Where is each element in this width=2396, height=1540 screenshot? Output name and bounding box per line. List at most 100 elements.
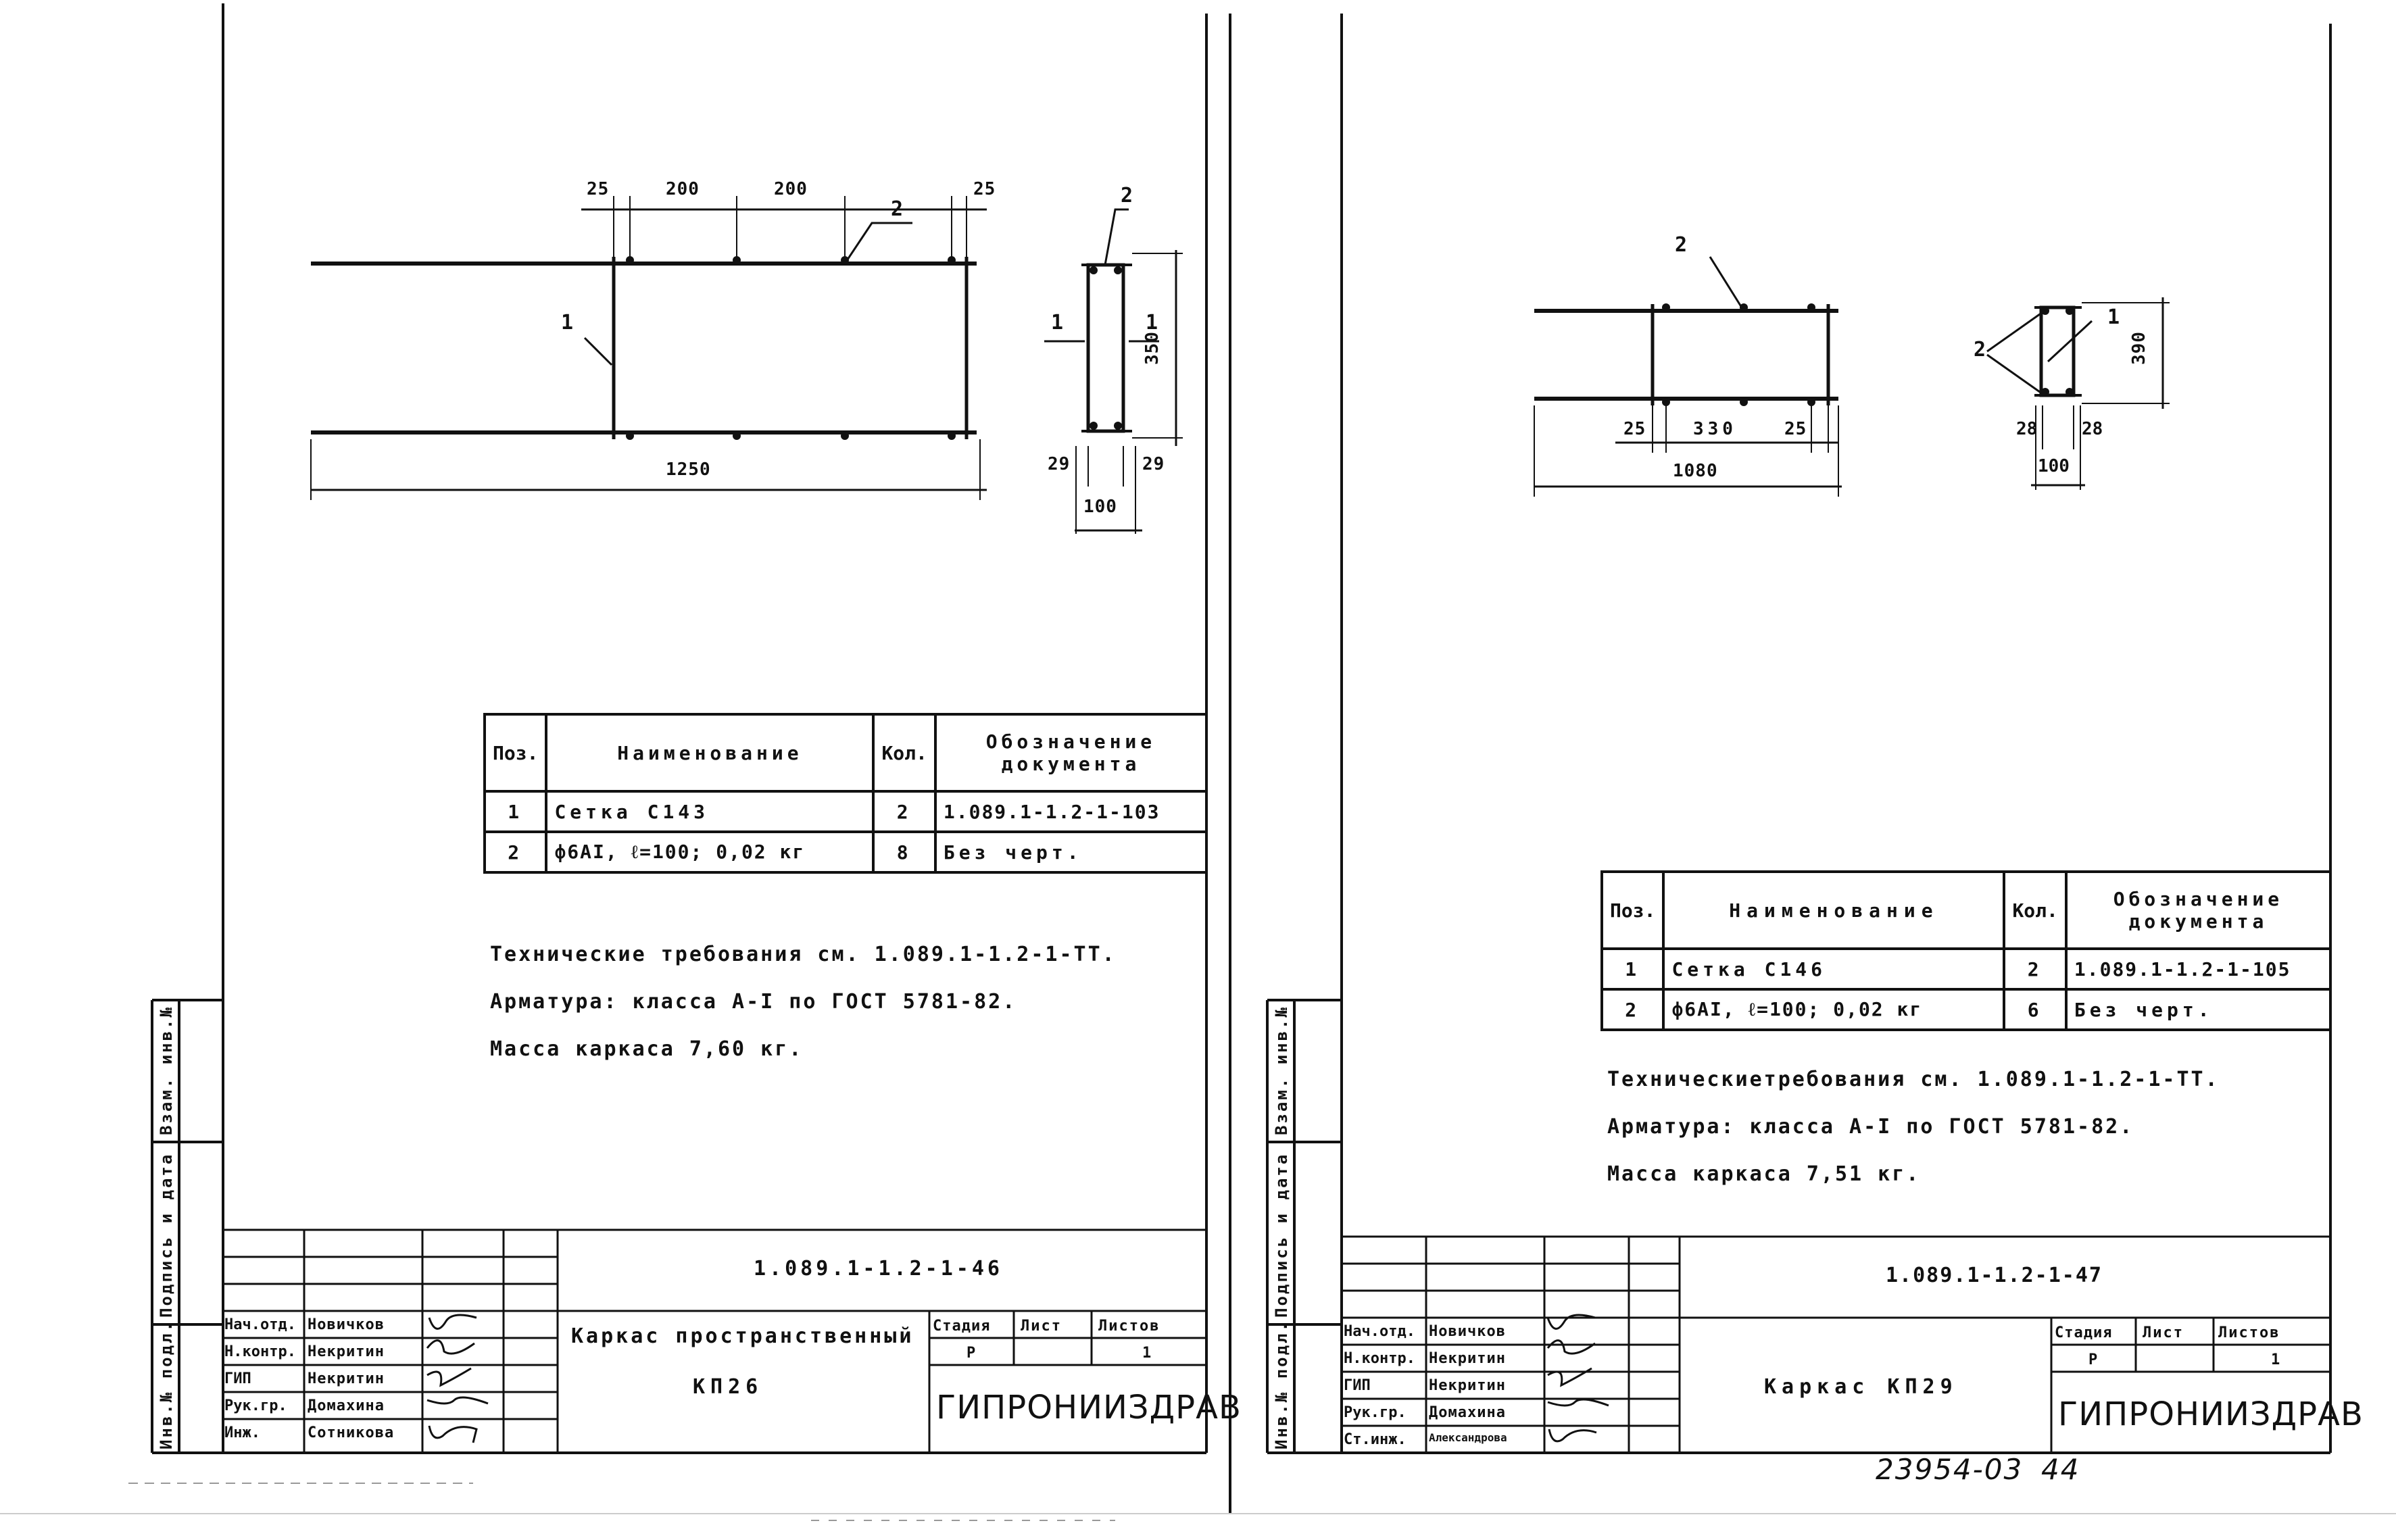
row1-pos: 1	[483, 790, 548, 833]
row2-pos: 2	[483, 830, 548, 874]
dim2-25-left: 25	[1623, 419, 1646, 439]
section2-pos-2: 2	[1974, 338, 1986, 362]
title-2-line1: Каркас КП29	[1764, 1375, 1958, 1399]
archive-number: 23954-03	[1876, 1453, 2024, 1486]
organization-2: ГИПРОНИИЗДРАВ	[2058, 1395, 2364, 1433]
requirement-3: Масса каркаса 7,60 кг.	[490, 1037, 804, 1061]
row1-name: Сетка С143	[545, 790, 875, 833]
dim-total: 1250	[666, 459, 711, 480]
sheets-header-2: Листов	[2218, 1324, 2280, 1341]
pos-label-1: 1	[561, 311, 574, 334]
stage-header-2: Стадия	[2055, 1324, 2113, 1341]
row2-2-doc: Без черт.	[2064, 988, 2332, 1031]
sig-role-1-3: ГИП	[224, 1370, 251, 1387]
requirement-2: Арматура: класса А-I по ГОСТ 5781-82.	[490, 990, 1017, 1014]
row1-qty: 2	[872, 790, 937, 833]
row2-qty: 8	[872, 830, 937, 874]
sig-role-2-5: Ст.инж.	[1344, 1431, 1407, 1448]
row2-1-doc: 1.089.1-1.2-1-105	[2064, 947, 2332, 991]
sig-role-2-2: Н.контр.	[1344, 1350, 1415, 1367]
sig-role-2-4: Рук.гр.	[1344, 1404, 1407, 1421]
dim-25-left: 25	[587, 179, 610, 199]
requirement2-1: Техническиетребования см. 1.089.1-1.2-1-…	[1607, 1068, 2220, 1091]
pos2-label-2: 2	[1675, 233, 1688, 257]
sig-role-2-3: ГИП	[1344, 1377, 1371, 1394]
doc-code-2: 1.089.1-1.2-1-47	[1886, 1264, 2103, 1287]
hdr2-name: Наименование	[1662, 870, 2006, 950]
section2-dim-a: 28	[2016, 419, 2038, 439]
row2-2-name: ф6АI, ℓ=100; 0,02 кг	[1662, 988, 2006, 1031]
title-1-line1: Каркас пространственный	[571, 1324, 914, 1348]
section-pos-1b: 1	[1146, 311, 1158, 334]
side-label-2-c: Инв.№ подл.	[1272, 1320, 1291, 1449]
dim-25-right: 25	[973, 179, 996, 199]
section-dim-width: 100	[1083, 497, 1117, 517]
sig-name-2-5: Александрова	[1429, 1431, 1507, 1444]
sheet-header-1: Лист	[1021, 1318, 1062, 1335]
sig-name-1-3: Некритин	[308, 1370, 385, 1387]
sig-name-2-4: Домахина	[1429, 1404, 1506, 1421]
hdr2-pos: Поз.	[1600, 870, 1665, 950]
row2-1-name: Сетка С146	[1662, 947, 2006, 991]
page-number: 44	[2041, 1453, 2080, 1486]
stage-value-2: Р	[2088, 1351, 2099, 1368]
dim2-25-right: 25	[1784, 419, 1807, 439]
side-label-2-a: Взам. инв.№	[1272, 1005, 1291, 1135]
sheets-header-1: Листов	[1098, 1318, 1160, 1335]
dim-200-a: 200	[666, 179, 700, 199]
side-label-2-b: Подпись и дата	[1272, 1152, 1291, 1318]
sig-name-1-4: Домахина	[308, 1397, 385, 1414]
sig-role-2-1: Нач.отд.	[1344, 1323, 1415, 1340]
sig-name-2-2: Некритин	[1429, 1350, 1506, 1367]
requirement-1: Технические требования см. 1.089.1-1.2-1…	[490, 943, 1117, 966]
dim2-330: 330	[1693, 419, 1737, 439]
sig-name-2-3: Некритин	[1429, 1377, 1506, 1394]
section2-dim-b: 28	[2082, 419, 2103, 439]
section-dim-a: 29	[1048, 454, 1071, 474]
organization-1: ГИПРОНИИЗДРАВ	[936, 1389, 1242, 1426]
section2-pos-1: 1	[2107, 305, 2120, 329]
total-sheets-2: 1	[2271, 1351, 2282, 1368]
hdr2-qty: Кол.	[2003, 870, 2068, 950]
section-dim-b: 29	[1142, 454, 1165, 474]
dim2-total: 1080	[1673, 461, 1718, 481]
row2-doc: Без черт.	[933, 830, 1208, 874]
sig-name-1-1: Новичков	[308, 1316, 385, 1333]
sig-role-1-1: Нач.отд.	[224, 1316, 296, 1333]
row1-doc: 1.089.1-1.2-1-103	[933, 790, 1208, 833]
section-pos-1a: 1	[1051, 311, 1064, 334]
sig-name-2-1: Новичков	[1429, 1323, 1506, 1340]
pos-label-2: 2	[891, 197, 904, 221]
stage-header-1: Стадия	[933, 1318, 991, 1335]
sig-role-1-5: Инж.	[224, 1424, 260, 1441]
requirement2-3: Масса каркаса 7,51 кг.	[1607, 1162, 1921, 1186]
row2-name: ф6АI, ℓ=100; 0,02 кг	[545, 830, 875, 874]
row2-1-qty: 2	[2003, 947, 2068, 991]
sig-name-1-5: Сотникова	[308, 1424, 395, 1441]
title-1-line2: КП26	[693, 1375, 764, 1399]
sig-role-1-2: Н.контр.	[224, 1343, 296, 1360]
dim-200-b: 200	[774, 179, 808, 199]
row2-2-qty: 6	[2003, 988, 2068, 1031]
section2-dim-width: 100	[2038, 456, 2070, 476]
hdr-qty: Кол.	[872, 713, 937, 793]
hdr-pos: Поз.	[483, 713, 548, 793]
sig-role-1-4: Рук.гр.	[224, 1397, 287, 1414]
doc-code-1: 1.089.1-1.2-1-46	[754, 1257, 1003, 1281]
requirement2-2: Арматура: класса А-I по ГОСТ 5781-82.	[1607, 1115, 2134, 1139]
stage-value-1: Р	[967, 1345, 977, 1362]
hdr-name: Наименование	[545, 713, 875, 793]
row2-1-pos: 1	[1600, 947, 1665, 991]
section-pos-2: 2	[1121, 184, 1133, 207]
row2-2-pos: 2	[1600, 988, 1665, 1031]
sig-name-1-2: Некритин	[308, 1343, 385, 1360]
sheet-header-2: Лист	[2143, 1324, 2184, 1341]
